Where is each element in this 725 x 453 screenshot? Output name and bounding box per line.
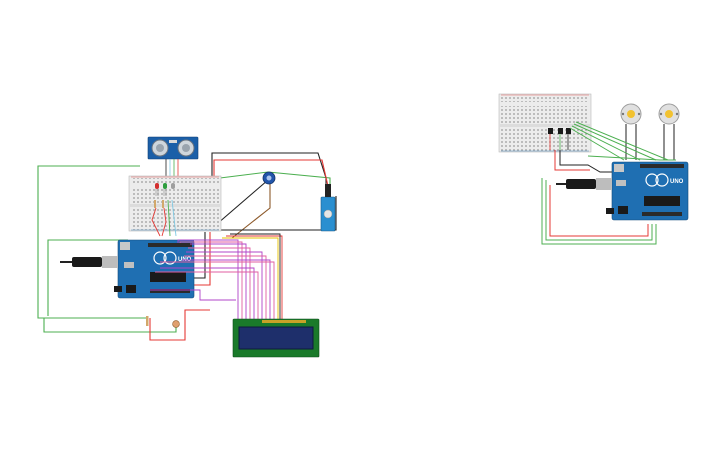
usb-cable-icon[interactable] (556, 178, 612, 190)
usb-cable-icon[interactable] (60, 256, 118, 268)
dc-motor-right[interactable] (658, 103, 680, 125)
ldr-icon[interactable] (172, 320, 180, 328)
wire-green-top[interactable] (219, 171, 331, 186)
lcd-display[interactable] (232, 318, 320, 358)
wire-red-servo[interactable] (213, 159, 329, 187)
resistor-icon[interactable] (154, 200, 164, 208)
wire-group-right (541, 121, 676, 245)
wire-green-bottom[interactable] (43, 318, 177, 333)
arduino-uno-left[interactable]: UNO (117, 239, 195, 299)
left-circuit: UNO (37, 136, 337, 358)
transistor-icon[interactable] (548, 128, 553, 134)
wire-black-right[interactable] (206, 196, 337, 231)
dc-motor-left[interactable] (620, 103, 642, 125)
ultrasonic-sensor[interactable] (147, 136, 199, 176)
lcd-wire-bundle (150, 233, 283, 320)
wire-green-outer[interactable] (37, 165, 147, 319)
transistor-icon[interactable] (566, 128, 571, 134)
arduino-uno-right[interactable]: UNO (611, 161, 689, 221)
led-icon[interactable] (171, 183, 175, 189)
wire-black-top[interactable] (211, 152, 327, 186)
wire-brown-pot[interactable] (231, 180, 271, 239)
servo-motor[interactable] (320, 184, 336, 232)
led-icon[interactable] (155, 183, 159, 196)
wire-group-left (37, 152, 337, 341)
power-jack-icon[interactable] (114, 286, 122, 292)
transistor-icon[interactable] (558, 128, 563, 134)
led-icon[interactable] (163, 183, 167, 196)
led-group-left (151, 183, 177, 237)
breadboard-left[interactable] (128, 175, 222, 232)
right-circuit: UNO (498, 93, 689, 245)
wire-red-bottom[interactable] (149, 309, 210, 341)
svg-text:UNO: UNO (670, 179, 684, 185)
wire-green-left[interactable] (47, 239, 128, 316)
potentiometer[interactable] (262, 171, 276, 185)
resistor-icon[interactable] (146, 316, 149, 326)
power-jack-icon[interactable] (606, 208, 614, 214)
driver-components (548, 128, 571, 150)
